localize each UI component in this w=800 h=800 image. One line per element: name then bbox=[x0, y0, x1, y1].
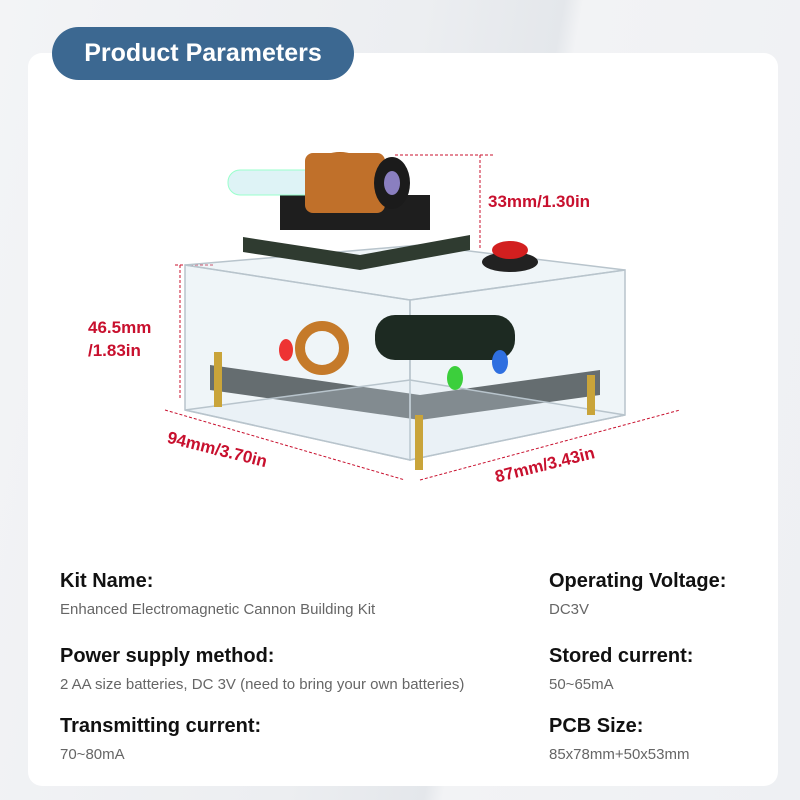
spec-label: Operating Voltage: bbox=[549, 570, 727, 592]
spec-pcb-size: PCB Size: 85x78mm+50x53mm bbox=[549, 715, 689, 763]
brass-standoffs bbox=[214, 352, 595, 470]
spec-value: 2 AA size batteries, DC 3V (need to brin… bbox=[60, 676, 465, 693]
spec-label: Stored current: bbox=[549, 645, 694, 667]
spec-transmitting-current: Transmitting current: 70~80mA bbox=[60, 715, 261, 763]
body-height-mm-label: 46.5mm bbox=[88, 318, 152, 337]
green-led bbox=[447, 366, 463, 390]
capacitor bbox=[375, 315, 515, 360]
spec-operating-voltage: Operating Voltage: DC3V bbox=[549, 570, 726, 618]
dimension-lines bbox=[164, 154, 681, 481]
spec-power-supply: Power supply method: 2 AA size batteries… bbox=[60, 645, 464, 693]
spec-value: 50~65mA bbox=[549, 676, 614, 693]
lower-pcb bbox=[210, 365, 600, 420]
spec-value: DC3V bbox=[549, 601, 590, 618]
red-led bbox=[279, 339, 293, 361]
section-title-badge: Product Parameters bbox=[52, 27, 354, 80]
spec-kit-name: Kit Name: Enhanced Electromagnetic Canno… bbox=[60, 570, 375, 618]
coil-height-label: 33mm/1.30in bbox=[488, 192, 591, 211]
upper-pcb bbox=[243, 235, 470, 270]
toroid-inductor bbox=[295, 321, 349, 375]
spec-value: 70~80mA bbox=[60, 746, 125, 763]
spec-value: Enhanced Electromagnetic Cannon Building… bbox=[60, 601, 376, 618]
spec-label: Kit Name: bbox=[60, 570, 154, 592]
spec-label: Transmitting current: bbox=[60, 715, 262, 737]
fire-button bbox=[482, 252, 538, 272]
projectile-tube bbox=[227, 169, 319, 196]
spec-stored-current: Stored current: 50~65mA bbox=[549, 645, 693, 693]
spec-label: Power supply method: bbox=[60, 645, 275, 667]
body-height-in-label: /1.83in bbox=[88, 341, 141, 360]
spec-label: PCB Size: bbox=[549, 715, 644, 737]
spec-value: 85x78mm+50x53mm bbox=[549, 746, 690, 763]
blue-led bbox=[492, 350, 508, 374]
